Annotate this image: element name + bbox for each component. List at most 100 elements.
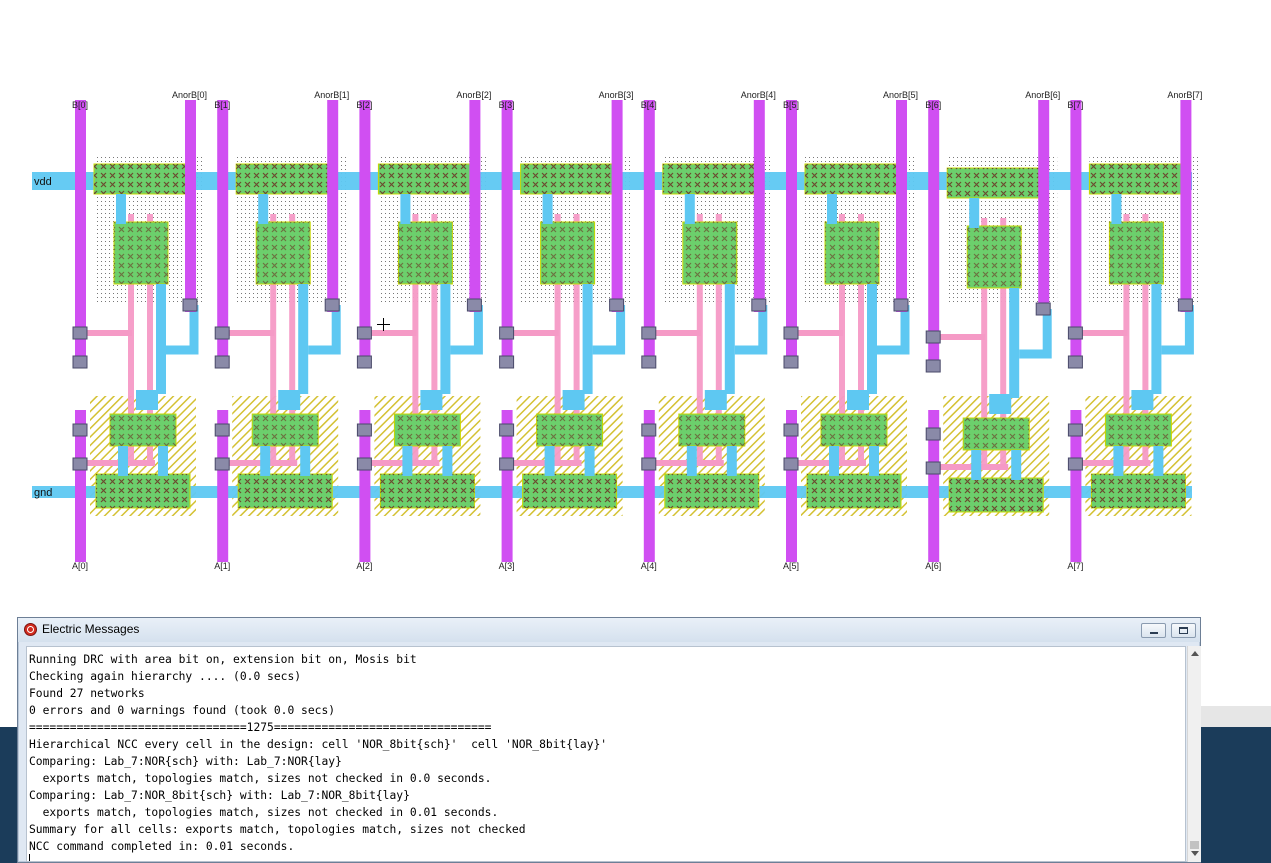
- nmos-drain-strap: [562, 390, 585, 410]
- nmos-contacts: [963, 418, 1030, 450]
- poly-a-stub: [648, 460, 724, 466]
- gnd-contact-array: [522, 474, 617, 508]
- window-titlebar[interactable]: Electric Messages: [18, 618, 1200, 642]
- via-contact: [499, 423, 515, 437]
- messages-text-area[interactable]: Running DRC with area bit on, extension …: [26, 646, 1186, 862]
- poly-gate-b: [1000, 218, 1007, 464]
- scroll-up-icon[interactable]: [1191, 651, 1199, 657]
- via-contact: [1067, 355, 1083, 369]
- via-contact: [1035, 302, 1051, 316]
- via-contact: [783, 423, 799, 437]
- poly-a-stub: [933, 464, 1009, 470]
- vertical-scrollbar[interactable]: [1187, 646, 1201, 862]
- nmos-gnd-strap-1: [829, 446, 839, 476]
- via-contact: [1177, 298, 1193, 312]
- output-label: AnorB[6]: [1025, 90, 1060, 100]
- a-input-label: A[1]: [214, 561, 230, 571]
- a-input-label: A[2]: [356, 561, 372, 571]
- pmos-contacts: [256, 222, 311, 284]
- via-contact: [499, 457, 515, 471]
- message-line: Comparing: Lab_7:NOR{sch} with: Lab_7:NO…: [29, 755, 342, 768]
- nmos-gnd-strap-1: [118, 446, 128, 476]
- output-column: [753, 100, 765, 312]
- nmos-gnd-strap-1: [1113, 446, 1124, 476]
- vdd-contact-array: [236, 164, 333, 194]
- via-contact: [925, 461, 941, 475]
- via-contact: [1067, 423, 1083, 437]
- window-title: Electric Messages: [42, 622, 140, 636]
- poly-b-stub: [791, 330, 843, 336]
- via-contact: [324, 298, 340, 312]
- nmos-drain-strap: [704, 390, 727, 410]
- poly-gate-b: [289, 214, 296, 460]
- a-input-column: [217, 410, 229, 562]
- b-input-label: B[3]: [499, 100, 515, 110]
- output-drain-strap: [1151, 284, 1162, 394]
- gnd-contact-array: [949, 478, 1044, 512]
- nor-8bit-layout[interactable]: vddgndB[0]AnorB[0]A[0]B[1]AnorB[1]A[1]B[…: [0, 0, 1271, 600]
- b-input-column: [643, 100, 655, 368]
- output-label: AnorB[7]: [1167, 90, 1202, 100]
- message-line: 0 errors and 0 warnings found (took 0.0 …: [29, 704, 336, 717]
- output-column: [327, 100, 339, 312]
- message-line: exports match, topologies match, sizes n…: [29, 806, 499, 819]
- poly-gate-b: [1142, 214, 1149, 460]
- output-drain-strap: [156, 284, 166, 394]
- gnd-contact-array: [664, 474, 759, 508]
- scroll-thumb[interactable]: [1190, 841, 1199, 849]
- via-contact: [499, 326, 515, 340]
- vdd-contact-array: [805, 164, 901, 194]
- scroll-down-icon[interactable]: [1191, 851, 1199, 857]
- desktop-background: [1200, 706, 1271, 727]
- message-line: exports match, topologies match, sizes n…: [29, 772, 492, 785]
- message-line: Comparing: Lab_7:NOR_8bit{sch} with: Lab…: [29, 789, 410, 802]
- gnd-label: gnd: [34, 487, 52, 499]
- a-input-label: A[6]: [925, 561, 941, 571]
- crosshair-cursor: [377, 318, 390, 331]
- via-contact: [214, 423, 230, 437]
- via-contact: [356, 355, 372, 369]
- a-input-column: [928, 410, 940, 562]
- output-drain-strap: [1009, 288, 1020, 398]
- nmos-gnd-strap-1: [260, 446, 271, 476]
- minimize-button[interactable]: [1141, 623, 1166, 638]
- output-column: [1180, 100, 1192, 312]
- b-input-label: B[2]: [356, 100, 372, 110]
- output-column: [185, 100, 196, 312]
- nmos-gnd-strap-2: [1011, 450, 1022, 480]
- vdd-contact-array: [947, 168, 1044, 198]
- via-contact: [182, 298, 198, 312]
- pmos-source-strap: [684, 194, 695, 224]
- pmos-source-strap: [827, 194, 837, 224]
- nmos-gnd-strap-2: [300, 446, 311, 476]
- via-contact: [214, 457, 230, 471]
- output-drain-strap: [440, 284, 451, 394]
- pmos-contacts: [1109, 222, 1164, 284]
- b-input-label: B[4]: [641, 100, 657, 110]
- nmos-drain-strap: [989, 394, 1012, 414]
- via-contact: [783, 457, 799, 471]
- electric-messages-window[interactable]: Electric Messages Running DRC with area …: [17, 617, 1201, 863]
- via-contact: [356, 326, 372, 340]
- nmos-contacts: [394, 414, 461, 446]
- a-input-label: A[4]: [641, 561, 657, 571]
- poly-gate-a: [696, 214, 703, 460]
- via-contact: [356, 457, 372, 471]
- via-contact: [72, 355, 88, 369]
- output-drain-strap: [582, 284, 593, 394]
- message-line: Found 27 networks: [29, 687, 145, 700]
- maximize-button[interactable]: [1171, 623, 1196, 638]
- pmos-contacts: [825, 222, 879, 284]
- poly-b-stub: [506, 330, 559, 336]
- a-input-column: [75, 410, 86, 562]
- poly-gate-a: [839, 214, 845, 460]
- nmos-gnd-strap-1: [402, 446, 413, 476]
- message-list: Running DRC with area bit on, extension …: [29, 651, 607, 855]
- nmos-contacts: [110, 414, 176, 446]
- poly-gate-a: [270, 214, 277, 460]
- poly-a-stub: [1075, 460, 1151, 466]
- output-label: AnorB[2]: [456, 90, 491, 100]
- output-route: [1161, 305, 1194, 355]
- b-input-label: B[7]: [1067, 100, 1083, 110]
